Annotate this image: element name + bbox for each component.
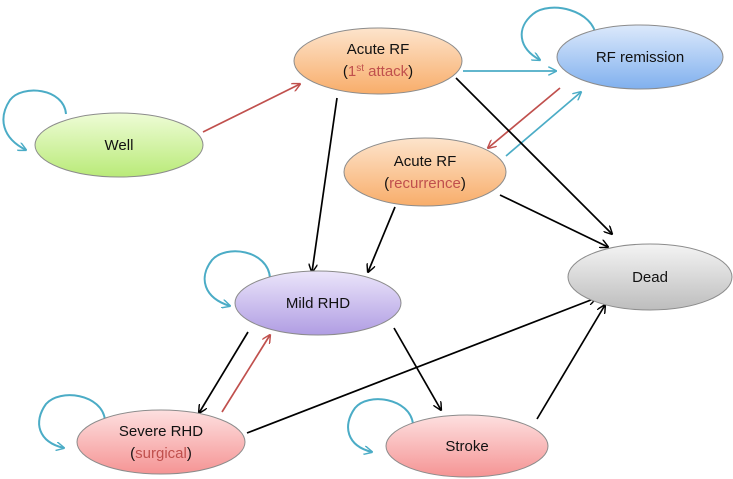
transition-arrows [199, 71, 612, 434]
node-acute-rf-first-sub: (1st attack) [343, 63, 413, 80]
node-dead: Dead [567, 243, 733, 311]
node-stroke: Stroke [385, 414, 549, 478]
node-severe-rhd-label: Severe RHD [119, 423, 203, 440]
self-loop-well [2, 89, 67, 150]
arrow-mild-rhd-to-stroke [393, 327, 441, 410]
node-mild-rhd-shape [234, 270, 402, 336]
node-dead-label: Dead [632, 269, 668, 286]
node-severe-rhd-sub: (surgical) [130, 445, 192, 462]
node-acute-rf-recurrence-label: Acute RF [394, 153, 457, 170]
node-stroke-label: Stroke [445, 438, 488, 455]
node-well-label: Well [105, 137, 134, 154]
node-acute-rf-first: Acute RF (1st attack) [293, 27, 463, 95]
self-loop-rf-remission [520, 6, 597, 60]
arrow-acute-rf-first-to-dead [455, 77, 612, 234]
arrow-acute-rf-first-to-mild-rhd [312, 97, 338, 272]
node-stroke-shape [385, 414, 549, 478]
node-well-shape [34, 112, 204, 178]
node-mild-rhd-label: Mild RHD [286, 295, 350, 312]
self-loop-severe-rhd [38, 394, 106, 448]
node-rf-remission: RF remission [556, 24, 724, 90]
arrow-mild-rhd-to-severe-rhd [199, 331, 249, 413]
node-rf-remission-label: RF remission [596, 49, 684, 66]
node-acute-rf-first-label: Acute RF [347, 41, 410, 58]
arrow-severe-rhd-to-mild-rhd [221, 335, 270, 413]
node-well: Well [34, 112, 204, 178]
node-acute-rf-recurrence: Acute RF (recurrence) [343, 137, 507, 207]
node-acute-rf-recurrence-shape [343, 137, 507, 207]
arrow-rf-remission-to-acute-rf-recurrence [488, 87, 561, 148]
node-mild-rhd: Mild RHD [234, 270, 402, 336]
node-dead-shape [567, 243, 733, 311]
node-acute-rf-recurrence-sub: (recurrence) [384, 175, 466, 192]
self-loop-stroke [347, 398, 414, 452]
arrow-acute-rf-recurrence-to-rf-remission [505, 92, 581, 157]
self-loops [2, 6, 597, 452]
arrow-acute-rf-recurrence-to-mild-rhd [368, 206, 396, 272]
arrow-acute-rf-recurrence-to-dead [499, 194, 608, 247]
node-severe-rhd-shape [76, 409, 246, 475]
node-severe-rhd: Severe RHD (surgical) [76, 409, 246, 475]
arrow-severe-rhd-to-dead [246, 298, 596, 434]
arrow-stroke-to-dead [536, 305, 605, 420]
arrow-well-to-acute-rf-first [202, 84, 300, 133]
node-acute-rf-first-shape [293, 27, 463, 95]
node-rf-remission-shape [556, 24, 724, 90]
self-loop-mild-rhd [203, 250, 271, 306]
